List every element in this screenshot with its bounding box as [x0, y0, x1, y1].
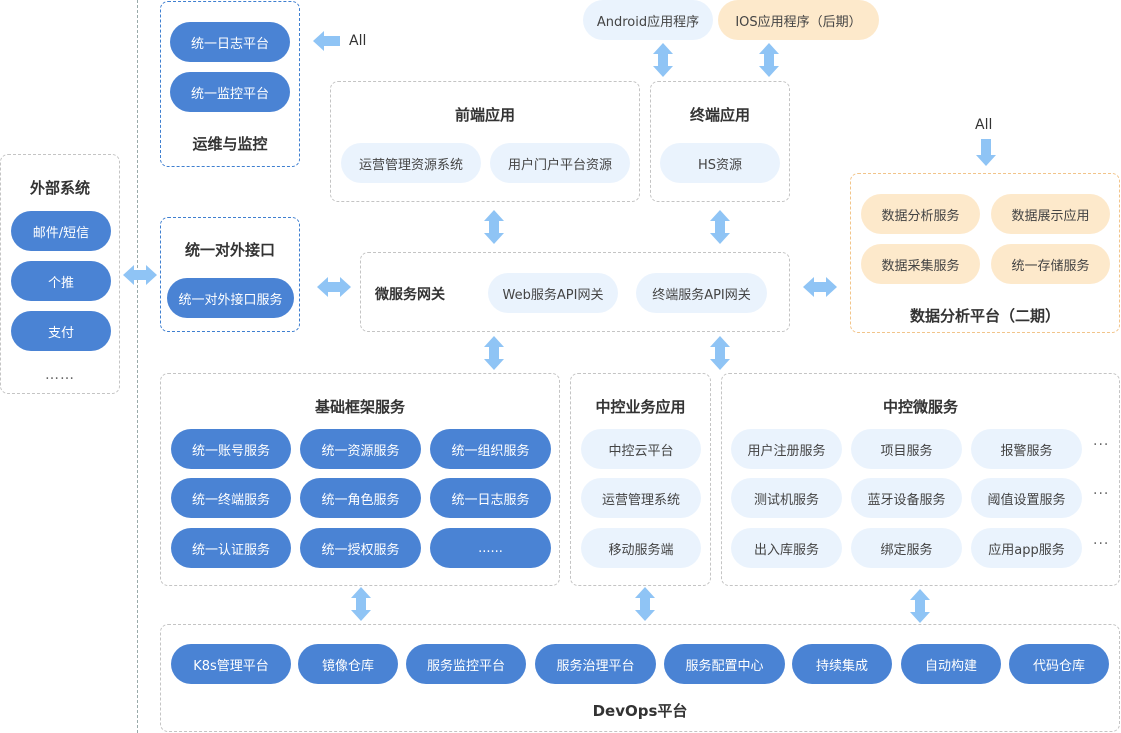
control-ms-more-row3: ···: [1093, 536, 1110, 552]
external-item-email-sms[interactable]: 邮件/短信: [11, 211, 111, 251]
gateway-item-web-api[interactable]: Web服务API网关: [488, 273, 618, 313]
control-app-item-cloud[interactable]: 中控云平台: [581, 429, 701, 469]
control-ms-devops-arrow-icon: [910, 589, 930, 623]
control-ms-more-row1: ···: [1093, 437, 1110, 453]
control-ms-item-inventory[interactable]: 出入库服务: [731, 528, 842, 568]
control-app-item-ops-system[interactable]: 运营管理系统: [581, 478, 701, 518]
analysis-item-data-display[interactable]: 数据展示应用: [991, 194, 1110, 234]
devops-item-ci[interactable]: 持续集成: [792, 644, 892, 684]
base-devops-arrow-icon: [351, 587, 371, 621]
ops-title: 运维与监控: [192, 135, 268, 153]
analysis-all-label: All: [975, 117, 993, 133]
analysis-title: 数据分析平台（二期）: [909, 307, 1060, 325]
ios-app-pill[interactable]: IOS应用程序（后期）: [718, 0, 879, 40]
analysis-item-data-analysis[interactable]: 数据分析服务: [861, 194, 980, 234]
control-ms-item-app[interactable]: 应用app服务: [971, 528, 1082, 568]
gateway-base-arrow-icon: [484, 336, 504, 370]
android-frontend-arrow-icon: [653, 43, 673, 77]
analysis-all-arrow-icon: [976, 139, 996, 166]
base-item-role[interactable]: 统一角色服务: [300, 478, 421, 518]
ops-all-arrow-icon: [313, 31, 340, 51]
gateway-panel: 微服务网关 Web服务API网关 终端服务API网关: [360, 252, 790, 332]
ops-item-monitor-platform[interactable]: 统一监控平台: [170, 72, 290, 112]
gateway-analysis-arrow-icon: [803, 277, 837, 297]
ops-item-log-platform[interactable]: 统一日志平台: [170, 22, 290, 62]
base-item-auth[interactable]: 统一认证服务: [171, 528, 291, 568]
terminal-title: 终端应用: [689, 106, 750, 124]
frontend-item-user-portal[interactable]: 用户门户平台资源: [490, 143, 630, 183]
control-ms-panel: 中控微服务 用户注册服务 项目服务 报警服务 ··· 测试机服务 蓝牙设备服务 …: [721, 373, 1120, 586]
frontend-panel: 前端应用 运营管理资源系统 用户门户平台资源: [330, 81, 640, 202]
frontend-title: 前端应用: [454, 106, 515, 124]
control-ms-item-threshold[interactable]: 阈值设置服务: [971, 478, 1082, 518]
control-ms-title: 中控微服务: [882, 398, 958, 416]
base-services-panel: 基础框架服务 统一账号服务 统一资源服务 统一组织服务 统一终端服务 统一角色服…: [160, 373, 560, 586]
external-systems-title: 外部系统: [29, 179, 90, 197]
base-item-authorization[interactable]: 统一授权服务: [300, 528, 421, 568]
external-systems-panel: 外部系统 邮件/短信 个推 支付 ……: [0, 154, 120, 394]
analysis-item-storage[interactable]: 统一存储服务: [991, 244, 1110, 284]
terminal-gateway-arrow-icon: [710, 210, 730, 244]
gateway-item-terminal-api[interactable]: 终端服务API网关: [636, 273, 767, 313]
base-item-organization[interactable]: 统一组织服务: [430, 429, 551, 469]
frontend-gateway-arrow-icon: [484, 210, 504, 244]
external-item-push[interactable]: 个推: [11, 261, 111, 301]
control-app-item-mobile[interactable]: 移动服务端: [581, 528, 701, 568]
external-interface-arrow-icon: [123, 265, 157, 285]
separator-line: [137, 0, 138, 733]
base-item-account[interactable]: 统一账号服务: [171, 429, 291, 469]
control-ms-item-project[interactable]: 项目服务: [851, 429, 962, 469]
devops-item-image-repo[interactable]: 镜像仓库: [298, 644, 398, 684]
analysis-panel: 数据分析服务 数据展示应用 数据采集服务 统一存储服务 数据分析平台（二期）: [850, 173, 1120, 333]
analysis-item-data-collect[interactable]: 数据采集服务: [861, 244, 980, 284]
base-item-resource[interactable]: 统一资源服务: [300, 429, 421, 469]
external-api-panel: 统一对外接口 统一对外接口服务: [160, 217, 300, 332]
base-item-more[interactable]: ......: [430, 528, 551, 568]
devops-item-service-governance[interactable]: 服务治理平台: [535, 644, 656, 684]
base-services-title: 基础框架服务: [314, 398, 405, 416]
external-item-payment[interactable]: 支付: [11, 311, 111, 351]
devops-item-service-monitor[interactable]: 服务监控平台: [406, 644, 526, 684]
external-api-item-service[interactable]: 统一对外接口服务: [167, 278, 294, 318]
base-item-log[interactable]: 统一日志服务: [430, 478, 551, 518]
android-app-pill[interactable]: Android应用程序: [583, 0, 713, 40]
control-app-panel: 中控业务应用 中控云平台 运营管理系统 移动服务端: [570, 373, 711, 586]
base-item-terminal[interactable]: 统一终端服务: [171, 478, 291, 518]
control-ms-item-bluetooth[interactable]: 蓝牙设备服务: [851, 478, 962, 518]
control-ms-more-row2: ···: [1093, 486, 1110, 502]
devops-panel: K8s管理平台 镜像仓库 服务监控平台 服务治理平台 服务配置中心 持续集成 自…: [160, 624, 1120, 732]
devops-item-k8s[interactable]: K8s管理平台: [171, 644, 291, 684]
ops-all-label: All: [349, 33, 367, 49]
control-app-title: 中控业务应用: [595, 398, 686, 416]
devops-item-auto-build[interactable]: 自动构建: [901, 644, 1001, 684]
devops-item-code-repo[interactable]: 代码仓库: [1009, 644, 1109, 684]
gateway-control-arrow-icon: [710, 336, 730, 370]
control-ms-item-user-register[interactable]: 用户注册服务: [731, 429, 842, 469]
frontend-item-ops-resource[interactable]: 运营管理资源系统: [341, 143, 481, 183]
control-ms-item-alarm[interactable]: 报警服务: [971, 429, 1082, 469]
terminal-item-hs[interactable]: HS资源: [660, 143, 780, 183]
external-api-title: 统一对外接口: [184, 241, 275, 259]
control-app-devops-arrow-icon: [635, 587, 655, 621]
devops-item-config-center[interactable]: 服务配置中心: [664, 644, 785, 684]
gateway-title: 微服务网关: [375, 287, 445, 303]
control-ms-item-test-machine[interactable]: 测试机服务: [731, 478, 842, 518]
ios-terminal-arrow-icon: [759, 43, 779, 77]
ops-panel: 统一日志平台 统一监控平台 运维与监控: [160, 1, 300, 167]
terminal-panel: 终端应用 HS资源: [650, 81, 790, 202]
control-ms-item-binding[interactable]: 绑定服务: [851, 528, 962, 568]
external-more: ……: [45, 367, 75, 383]
interface-gateway-arrow-icon: [317, 277, 351, 297]
devops-title: DevOps平台: [592, 702, 688, 720]
